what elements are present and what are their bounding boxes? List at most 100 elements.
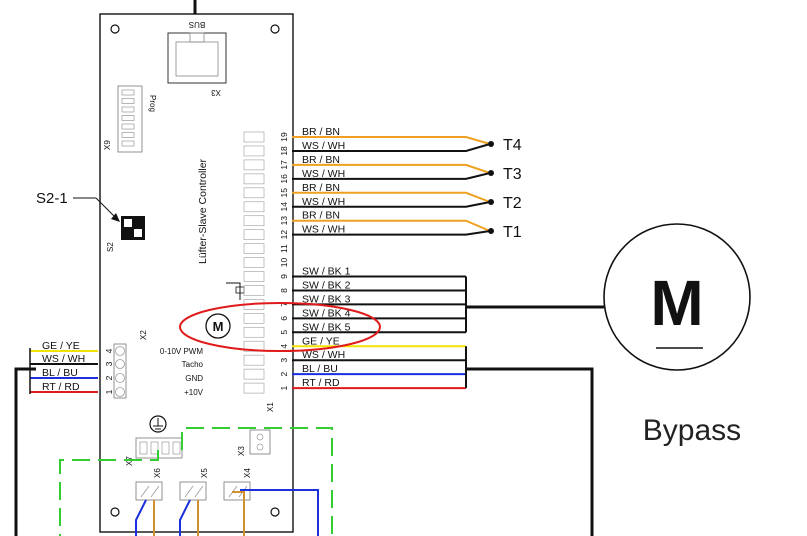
s2-switch: S2 bbox=[106, 216, 145, 252]
x2-signal-label: GND bbox=[185, 374, 203, 383]
x1-slot bbox=[243, 131, 265, 143]
x1-pin-number: 12 bbox=[279, 230, 289, 240]
x1-slot bbox=[243, 215, 265, 227]
bottom-connector-wires bbox=[135, 489, 319, 536]
prog-header-x9: Prog X9 bbox=[103, 85, 157, 153]
x1-slot bbox=[243, 257, 265, 268]
x9-label: X9 bbox=[103, 140, 112, 150]
x1-pin-number: 8 bbox=[279, 288, 289, 293]
x1-pin-number: 11 bbox=[279, 244, 289, 253]
x1-pin-number: 19 bbox=[279, 132, 289, 142]
x1-slot bbox=[243, 173, 265, 185]
x1-pin-number: 4 bbox=[279, 344, 289, 349]
sensor-label: T2 bbox=[503, 195, 522, 212]
sensor-wire bbox=[292, 172, 491, 180]
x3-top-label: X3 bbox=[211, 88, 221, 97]
s2-label: S2 bbox=[106, 242, 115, 252]
x1-pin-number: 2 bbox=[279, 372, 289, 377]
mounting-hole-icon bbox=[110, 24, 120, 34]
sensor-wire-label: WS / WH bbox=[302, 196, 345, 208]
sensor-wire-label: WS / WH bbox=[302, 140, 345, 152]
s2-1-label: S2-1 bbox=[36, 190, 68, 207]
x2-signal-label: Tacho bbox=[182, 360, 204, 369]
x1-label: X1 bbox=[266, 402, 275, 412]
bypass-motor-symbol: M bbox=[650, 267, 703, 339]
x1-slot bbox=[243, 159, 265, 171]
controller-title: Lüfter-Slave Controller bbox=[197, 158, 209, 264]
x2-pin-number: 1 bbox=[104, 389, 114, 394]
x2-terminal-screw bbox=[115, 387, 125, 397]
svg-text:X6: X6 bbox=[153, 468, 162, 478]
prog-label: Prog bbox=[148, 95, 157, 112]
x1-slot bbox=[243, 354, 265, 366]
x6-terminal: X6 bbox=[135, 468, 163, 501]
sensor-terminal-dot bbox=[488, 141, 494, 147]
sensor-wire bbox=[292, 163, 491, 174]
onboard-motor-symbol: M bbox=[205, 282, 245, 339]
x1-slot bbox=[243, 243, 265, 254]
mounting-hole-icon bbox=[270, 507, 280, 517]
mounting-hole-icon bbox=[270, 24, 280, 34]
x1-slot bbox=[243, 313, 265, 324]
x2-terminal-screw bbox=[115, 373, 125, 383]
x5-terminal: X5 bbox=[179, 468, 209, 501]
x1-bottom-wire-label: WS / WH bbox=[302, 349, 345, 361]
x1-pin-number: 7 bbox=[279, 302, 289, 307]
x9-pin bbox=[121, 106, 135, 113]
x2-signal-label: +10V bbox=[184, 388, 204, 397]
x9-pin bbox=[121, 140, 135, 147]
x9-pin bbox=[121, 89, 135, 96]
pe-wires bbox=[59, 427, 333, 536]
x1-bottom-wire-label: BL / BU bbox=[302, 363, 338, 375]
sensor-wire-label: BR / BN bbox=[302, 182, 340, 194]
x1-pin-number: 13 bbox=[279, 216, 289, 226]
x1-slot bbox=[243, 285, 265, 296]
x2-pin-number: 3 bbox=[104, 361, 114, 366]
sensor-terminal-dot bbox=[488, 199, 494, 205]
x1-pin-number: 14 bbox=[279, 202, 289, 212]
motor-wire-label: SW / BK 5 bbox=[302, 321, 351, 333]
x9-pin bbox=[121, 123, 135, 130]
x2-wire-label: RT / RD bbox=[42, 381, 80, 393]
bypass-motor: M Bypass bbox=[603, 223, 751, 447]
x9-pin bbox=[121, 115, 135, 121]
x2-wire-label: WS / WH bbox=[42, 353, 85, 365]
x1-pin-number: 6 bbox=[279, 316, 289, 321]
x3-terminal: X3 bbox=[237, 429, 271, 456]
sensor-terminal-dot bbox=[488, 228, 494, 234]
sensor-wire-label: BR / BN bbox=[302, 210, 340, 222]
bus-label: BUS bbox=[189, 20, 205, 29]
x1-pin-number: 5 bbox=[279, 330, 289, 335]
sensor-label: T1 bbox=[503, 224, 522, 241]
sensor-label: T4 bbox=[503, 137, 522, 154]
svg-text:X5: X5 bbox=[200, 468, 209, 478]
x9-pin bbox=[121, 98, 135, 104]
motor-wire-label: SW / BK 2 bbox=[302, 279, 351, 291]
x2-pin-number: 2 bbox=[104, 375, 114, 380]
x1-pin-number: 3 bbox=[279, 358, 289, 363]
x1-slot bbox=[243, 145, 265, 157]
x1-slot bbox=[243, 326, 265, 338]
external-power-wires bbox=[14, 367, 594, 536]
x2-pin-number: 4 bbox=[104, 348, 114, 353]
x2-wire-label: BL / BU bbox=[42, 367, 78, 379]
sensor-wire-label: BR / BN bbox=[302, 154, 340, 166]
x3-bottom-label: X3 bbox=[237, 446, 246, 456]
x1-slot bbox=[243, 368, 265, 380]
sensor-wire bbox=[292, 136, 491, 145]
x1-slot bbox=[243, 229, 265, 240]
sensor-wire bbox=[292, 219, 491, 232]
motor-wire-label: SW / BK 1 bbox=[302, 266, 351, 278]
motor-wire-label: SW / BK 4 bbox=[302, 307, 351, 319]
bus-connector: BUS X3 bbox=[167, 20, 227, 97]
svg-text:M: M bbox=[213, 319, 224, 334]
sensor-wire bbox=[292, 143, 491, 152]
x1-pin-number: 10 bbox=[279, 258, 289, 268]
sensor-wire bbox=[292, 191, 491, 203]
highlight-ellipse bbox=[179, 302, 381, 352]
x1-pin-number: 17 bbox=[279, 160, 289, 170]
